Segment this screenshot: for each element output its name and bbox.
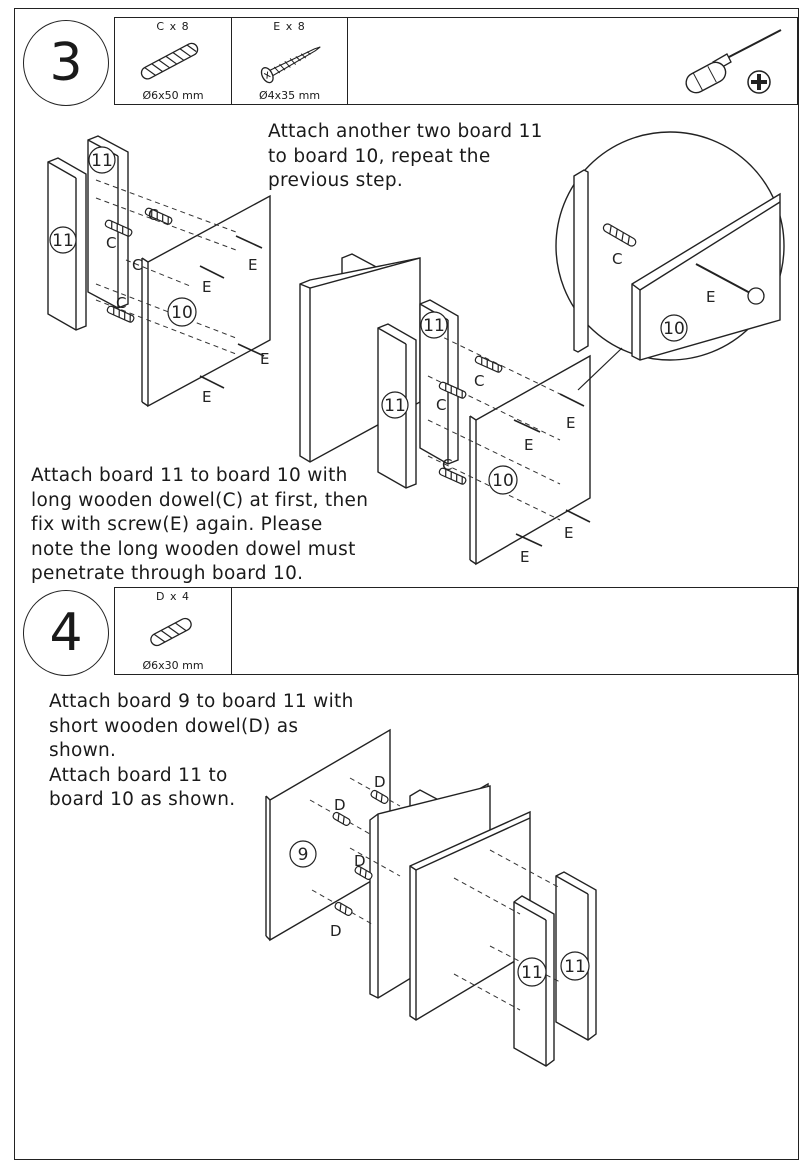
label-e-3: E bbox=[260, 350, 269, 368]
part-c-size: Ø6x50 mm bbox=[142, 89, 204, 102]
label-board-11-b: 11 bbox=[52, 231, 74, 251]
board-10-left bbox=[147, 194, 271, 408]
short-dowel-icon bbox=[150, 617, 192, 647]
step-4-text: Attach board 9 to board 11 with short wo… bbox=[49, 691, 354, 810]
label-board-11-f: 11 bbox=[564, 957, 586, 977]
step-4-number: 4 bbox=[23, 590, 109, 676]
step-4-number-text: 4 bbox=[49, 603, 83, 663]
label-d-4: D bbox=[330, 922, 342, 940]
label-d-2: D bbox=[334, 796, 346, 814]
step-4-labels: 9 11 11 D D D D bbox=[289, 773, 590, 987]
phillips-screwdriver-icon bbox=[685, 29, 782, 94]
part-e-size: Ø4x35 mm bbox=[258, 89, 321, 102]
label-e-2: E bbox=[202, 278, 211, 296]
label-c-5: C bbox=[474, 372, 484, 390]
step-3-labels: 11 11 10 11 11 10 10 C C C C C C C C E E… bbox=[49, 146, 715, 566]
label-board-11-e: 11 bbox=[521, 963, 543, 983]
label-e-9: E bbox=[706, 288, 715, 306]
label-board-11-c: 11 bbox=[423, 316, 445, 336]
label-d-3: D bbox=[354, 852, 366, 870]
label-e-1: E bbox=[248, 256, 257, 274]
step-4-parts-box: D x 4 Ø6x30 mm bbox=[114, 587, 798, 675]
screw-icon bbox=[260, 46, 321, 84]
label-board-9: 9 bbox=[298, 845, 309, 865]
label-e-6: E bbox=[524, 436, 533, 454]
part-d-qty: D x 4 bbox=[156, 590, 190, 603]
part-d-cell: D x 4 Ø6x30 mm bbox=[115, 588, 232, 674]
long-dowel-icon bbox=[140, 42, 199, 80]
label-e-8: E bbox=[520, 548, 529, 566]
part-e-cell: E x 8 Ø4x35 mm bbox=[232, 18, 348, 104]
label-d-1: D bbox=[374, 773, 386, 791]
step-3-number-text: 3 bbox=[49, 33, 83, 93]
label-board-11-a: 11 bbox=[91, 151, 113, 171]
part-d-size: Ø6x30 mm bbox=[142, 659, 204, 672]
label-board-10-c: 10 bbox=[663, 319, 685, 339]
step-3-text-top: Attach another two board 11 to board 10,… bbox=[268, 121, 543, 191]
label-e-5: E bbox=[566, 414, 575, 432]
label-board-11-d: 11 bbox=[384, 396, 406, 416]
label-board-10-a: 10 bbox=[171, 303, 193, 323]
label-c-2: C bbox=[106, 234, 116, 252]
step-3-number: 3 bbox=[23, 20, 109, 106]
part-c-cell: C x 8 Ø6x50 mm bbox=[115, 18, 232, 104]
label-c-4: C bbox=[116, 294, 126, 312]
label-c-7: C bbox=[442, 456, 452, 474]
part-c-qty: C x 8 bbox=[156, 20, 190, 33]
label-c-6: C bbox=[436, 396, 446, 414]
step-3-parts-box: C x 8 Ø6x50 mm E x 8 Ø4x35 mm bbox=[114, 17, 798, 105]
board-10-center bbox=[475, 354, 591, 566]
label-e-7: E bbox=[564, 524, 573, 542]
label-board-10-b: 10 bbox=[492, 471, 514, 491]
label-c-8: C bbox=[612, 250, 622, 268]
label-c-1: C bbox=[148, 206, 158, 224]
step-3-text-bottom: Attach board 11 to board 10 with long wo… bbox=[31, 465, 369, 584]
label-c-3: C bbox=[132, 256, 142, 274]
part-e-qty: E x 8 bbox=[273, 20, 306, 33]
page-frame bbox=[14, 8, 799, 1160]
label-e-4: E bbox=[202, 388, 211, 406]
